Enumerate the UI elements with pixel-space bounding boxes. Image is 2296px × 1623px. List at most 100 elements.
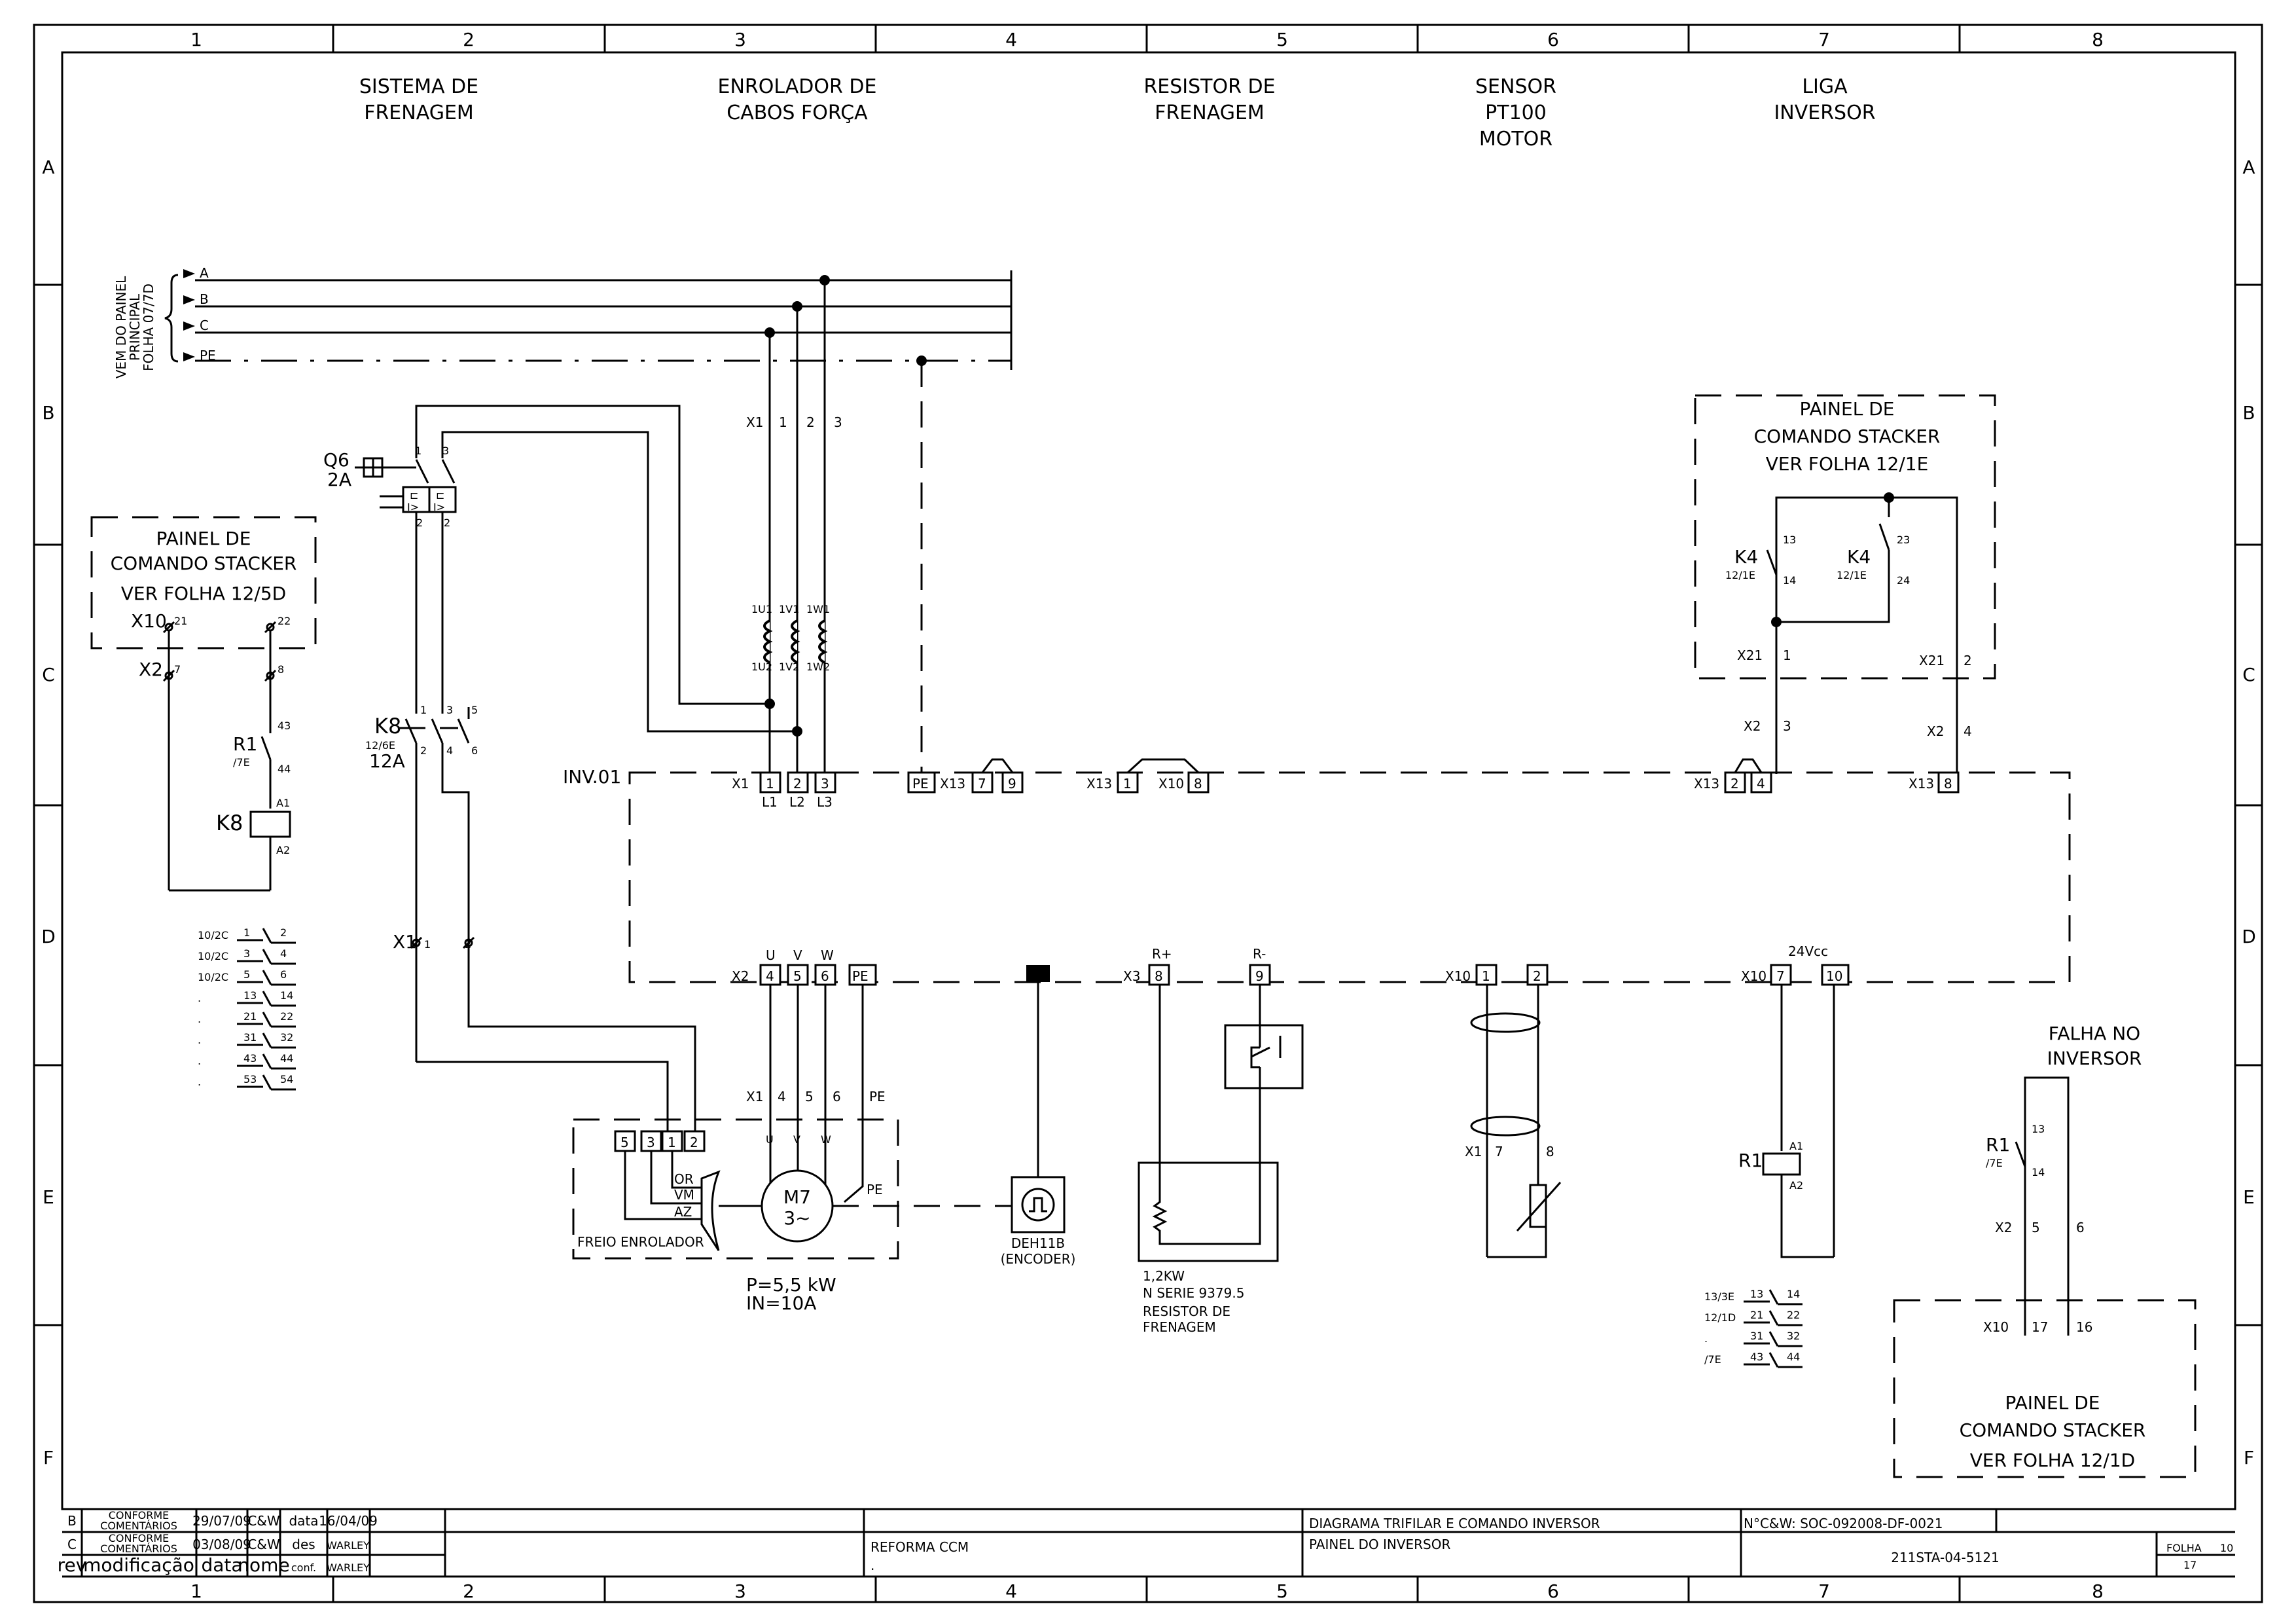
terminal-number: 1 (1482, 968, 1490, 984)
contact-number: 3 (243, 947, 250, 960)
terminal-number: 4 (766, 968, 774, 984)
terminal-label: X2 (139, 659, 163, 680)
rev-header: data (201, 1554, 242, 1576)
terminal-number: 4 (446, 744, 453, 757)
rev-text: CONFORME (109, 1509, 170, 1522)
col-label-bottom: 2 (463, 1580, 475, 1602)
terminal-number: 3 (446, 704, 453, 716)
contactor-name: K8 (374, 714, 401, 739)
contact-line (262, 991, 272, 1006)
terminal-number: 6 (833, 1089, 841, 1104)
meta-label: data (289, 1513, 318, 1529)
contact-number: 32 (280, 1031, 293, 1044)
row-label-left: A (42, 156, 54, 178)
winding-label: 1W1 (806, 603, 830, 615)
panel-top-right (1694, 394, 1996, 680)
phase-label: L2 (789, 794, 805, 810)
winding-label: 1V2 (779, 661, 799, 673)
supply-bus: VEM DO PAINEL PRINCIPAL FOLHA 07/7D A B … (113, 265, 1013, 378)
col-label-top: 2 (463, 29, 475, 50)
contact-line (262, 928, 272, 943)
contact-number: 32 (1787, 1330, 1800, 1342)
meta-value: WARLEY (327, 1539, 370, 1552)
terminal-number: 6 (2076, 1220, 2085, 1235)
terminal-number: 21 (174, 615, 187, 627)
terminal-label: X10 (1983, 1319, 2009, 1335)
terminal-label: X13 (1694, 776, 1719, 792)
terminal-number: 9 (1008, 776, 1016, 792)
row-label-right: C (2242, 664, 2255, 685)
terminal-label: X10 (1445, 968, 1471, 984)
document-number: N°C&W: SOC-092008-DF-0021 (1744, 1516, 1943, 1531)
contact-ref: 12/1D (1704, 1311, 1736, 1324)
rev-date: 03/08/09 (192, 1537, 251, 1552)
motor-pe: PE (867, 1182, 883, 1197)
contact-number: 21 (1750, 1309, 1763, 1321)
terminal-number: 2 (793, 776, 802, 792)
contact-number: 13 (243, 989, 257, 1002)
fault-circuit: FALHA NO INVERSOR R1 /7E 13 14 X2 5 6 X1… (1893, 1023, 2197, 1478)
terminal-number: 1 (415, 445, 422, 457)
panel-bottom-right-label: PAINEL DE (2005, 1392, 2100, 1413)
terminal-label: X2 (1927, 723, 1944, 739)
contact-number: 13 (1783, 534, 1796, 546)
brake-wire: OR (674, 1171, 694, 1187)
contact-number: 22 (1787, 1309, 1800, 1321)
contact-line (1768, 1352, 1779, 1368)
terminal-number: 9 (1255, 968, 1264, 984)
phase-label: V (793, 947, 802, 963)
sensor-terminal: X1 (1465, 1144, 1482, 1159)
breaker-name: Q6 (323, 449, 350, 471)
panel-bottom-right (1893, 1299, 2197, 1478)
panel-top-right-label: COMANDO STACKER (1754, 426, 1941, 447)
encoder-icon (1021, 1188, 1055, 1222)
rev-header: modificação (83, 1554, 194, 1576)
terminal-number: 2 (1964, 653, 1972, 668)
coil-label: R1 (1738, 1150, 1763, 1171)
motor-current: IN=10A (746, 1292, 816, 1314)
contact-name: K4 (1734, 546, 1758, 568)
contact-number: 21 (243, 1010, 257, 1023)
terminal-label: X10 (131, 610, 167, 632)
drawing-title: PAINEL DO INVERSOR (1309, 1537, 1450, 1552)
contact-line (262, 1074, 272, 1090)
rev-text: COMENTÁRIOS (100, 1542, 177, 1555)
phase-label: U (766, 947, 776, 963)
rev-text: COMENTÁRIOS (100, 1520, 177, 1532)
terminal-number: 1 (420, 704, 427, 716)
cable-reel-circuit: X1 1 2 3 1U1 1V1 1W1 1U2 1V2 1W2 (746, 280, 923, 773)
terminal-number: 10 (1826, 968, 1842, 984)
row-label-left: E (43, 1186, 54, 1208)
terminal-number: 8 (1155, 968, 1163, 984)
col-label-top: 4 (1005, 29, 1017, 50)
coil-label: K8 (216, 811, 243, 835)
panel-left-label: VER FOLHA 12/5D (121, 583, 287, 604)
terminal-label: X1 (732, 776, 749, 792)
relay-label: R1 (1986, 1134, 2010, 1156)
contact-ref: . (198, 1034, 201, 1046)
terminal-number: 7 (1495, 1144, 1503, 1159)
brake-terminal: 3 (647, 1135, 655, 1150)
relay-label: R1 (233, 733, 257, 755)
brake-terminal: 2 (690, 1135, 698, 1150)
contact-ref: 10/2C (198, 929, 228, 941)
contact-number: 53 (243, 1073, 257, 1085)
terminal-label: X1 (746, 414, 763, 430)
col-label-bottom: 4 (1005, 1580, 1017, 1602)
row-label-right: E (2243, 1186, 2255, 1208)
phase-label: B (200, 291, 209, 307)
client-number: 211STA-04-5121 (1891, 1550, 2000, 1565)
brake-terminal: 1 (668, 1135, 676, 1150)
encoder: DEH11B (ENCODER) (1001, 982, 1075, 1267)
svg-text:I>: I> (433, 501, 445, 513)
terminal-number: 1 (779, 414, 787, 430)
row-label-left: D (41, 926, 56, 947)
contact-number: 4 (280, 947, 287, 960)
motor-name: M7 (783, 1186, 811, 1208)
terminal-number: PE (869, 1089, 886, 1104)
contact-line (1768, 1289, 1779, 1305)
heading-cable-reel: ENROLADOR DE (718, 75, 877, 98)
contact-number: 14 (2032, 1166, 2045, 1178)
terminal-number: 17 (2032, 1319, 2048, 1335)
